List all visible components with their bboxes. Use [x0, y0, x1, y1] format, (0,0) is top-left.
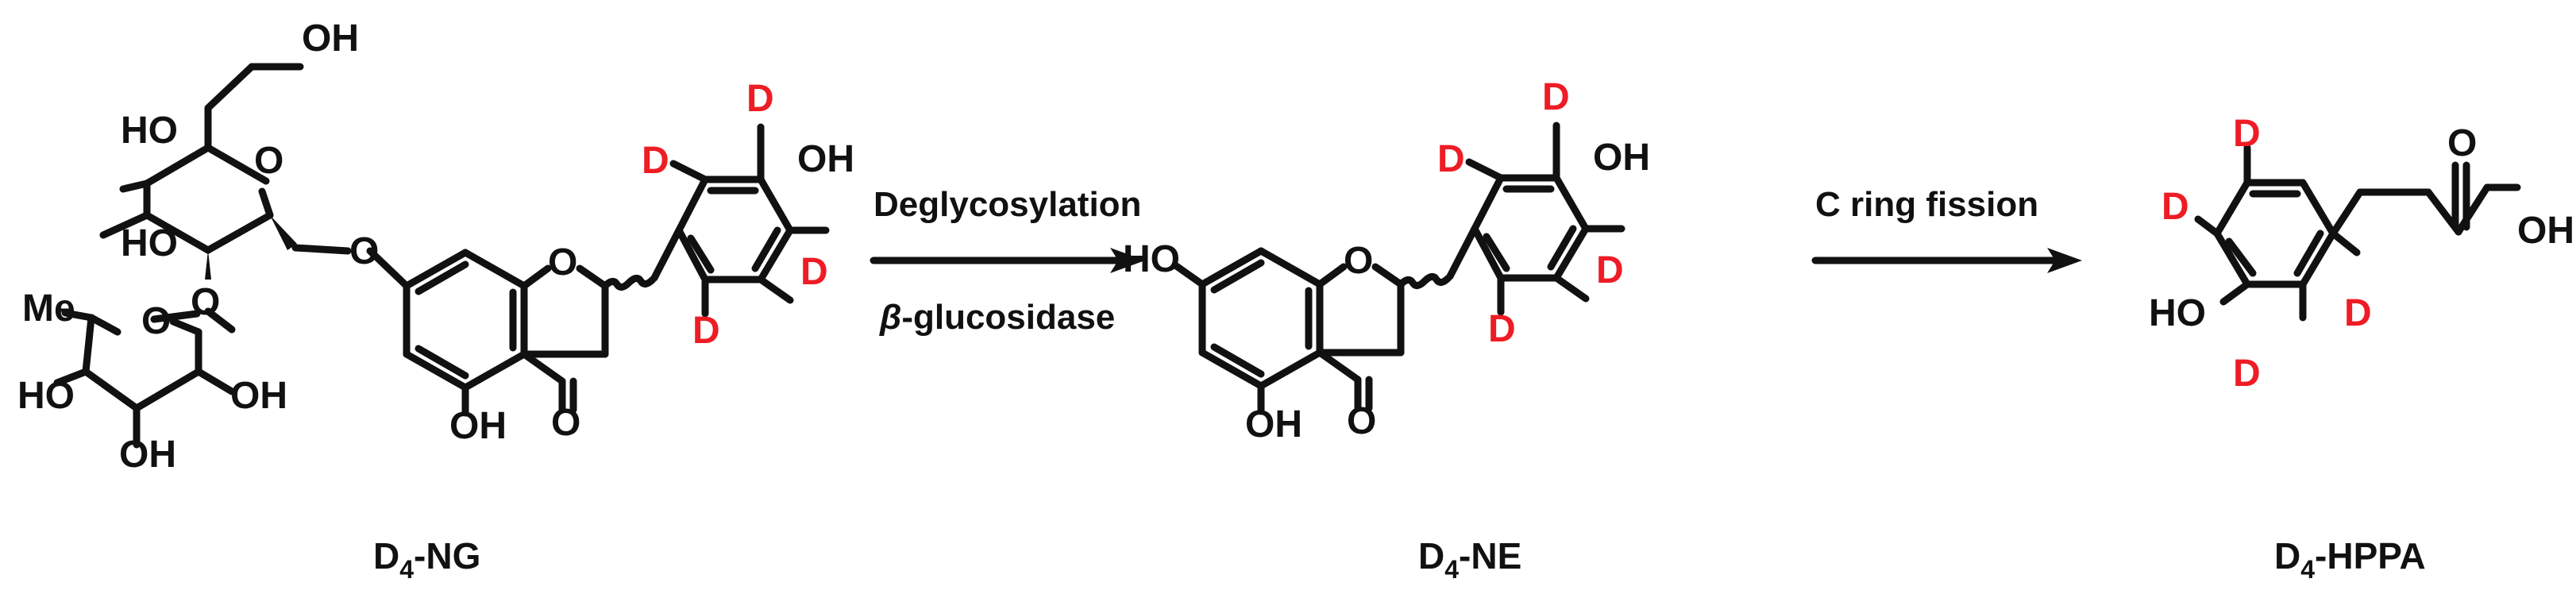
deuterium-2: D: [642, 140, 669, 182]
atom-o-chroman: O: [1344, 240, 1373, 282]
atom-o-ring-glucose: O: [254, 140, 283, 182]
atom-ho-3: HO: [121, 222, 178, 264]
label-d4-hppa-prefix: D: [2274, 535, 2300, 577]
label-d4-ng-subscript: 4: [399, 555, 414, 584]
step-1-top-label: Deglycosylation: [873, 185, 1141, 224]
atom-o-ring-rhamnose: O: [141, 300, 171, 342]
step-1-enzyme: -glucosidase: [901, 298, 1115, 337]
structure-d4-ne: HO O OH O OH D D D D: [1123, 76, 1650, 446]
atom-oh-6: OH: [302, 17, 359, 60]
reaction-arrow-1: Deglycosylation β-glucosidase: [870, 185, 1145, 337]
label-d4-ng: D4-NG: [373, 535, 480, 584]
reaction-arrow-2: C ring fission: [1811, 185, 2082, 273]
label-d4-ne: D4-NE: [1418, 535, 1521, 584]
atom-oh-5: OH: [449, 405, 507, 447]
atom-oh-4prime: OH: [1593, 137, 1650, 179]
atom-ho-4: HO: [121, 110, 178, 152]
b-ring: [650, 123, 830, 318]
atom-o-carbonyl: O: [2447, 122, 2477, 164]
deuterium-1: D: [1542, 76, 1570, 118]
atom-oh-5: OH: [1245, 403, 1302, 446]
atom-me: Me: [22, 287, 75, 330]
atom-oh-4prime: OH: [797, 138, 854, 180]
atom-ho-rha-4: HO: [17, 375, 75, 417]
deuterium-3: D: [2344, 292, 2372, 334]
label-d4-hppa: D4-HPPA: [2274, 535, 2426, 584]
label-d4-ne-subscript: 4: [1444, 555, 1459, 584]
step-2-top-label: C ring fission: [1815, 185, 2038, 224]
deuterium-1: D: [746, 78, 774, 120]
atom-o-carbonyl: O: [1347, 400, 1376, 442]
label-d4-ng-prefix: D: [373, 535, 399, 577]
label-d4-hppa-suffix: -HPPA: [2315, 535, 2426, 577]
deuterium-3: D: [800, 251, 828, 293]
atom-o-chroman: O: [548, 241, 577, 284]
atom-o-carbonyl: O: [551, 402, 580, 444]
label-d4-ng-suffix: -NG: [414, 535, 480, 577]
deuterium-1: D: [2233, 113, 2261, 155]
label-d4-ne-prefix: D: [1418, 535, 1444, 577]
label-d4-ne-suffix: -NE: [1459, 535, 1521, 577]
structure-d4-ng: OH HO O HO O O Me O HO OH OH O OH O OH D…: [17, 17, 854, 476]
atom-ho-phenol: HO: [2149, 292, 2206, 334]
deuterium-4: D: [1488, 308, 1516, 350]
atom-ho-7: HO: [1123, 238, 1180, 280]
glucose-ring: [99, 63, 352, 280]
deuterium-2: D: [1437, 138, 1465, 180]
structure-d4-hppa: O OH HO D D D D: [2149, 113, 2574, 395]
deuterium-2: D: [2161, 186, 2189, 228]
rhamnose-ring: [53, 307, 236, 449]
deuterium-3: D: [1596, 249, 1624, 291]
atom-oh-rha-3: OH: [119, 434, 176, 476]
label-d4-hppa-subscript: 4: [2300, 555, 2315, 584]
step-1-greek: β: [879, 298, 901, 337]
atom-o-rhamnosyl-link: O: [191, 281, 220, 323]
naringenin-core: [366, 247, 657, 417]
atom-o-glycosidic: O: [349, 230, 379, 272]
atom-oh-rha-2: OH: [230, 375, 287, 417]
deuterium-4: D: [692, 310, 720, 352]
step-1-bottom-label: β-glucosidase: [879, 298, 1115, 337]
atom-oh-acid: OH: [2517, 210, 2574, 252]
deuterium-4: D: [2233, 353, 2261, 395]
